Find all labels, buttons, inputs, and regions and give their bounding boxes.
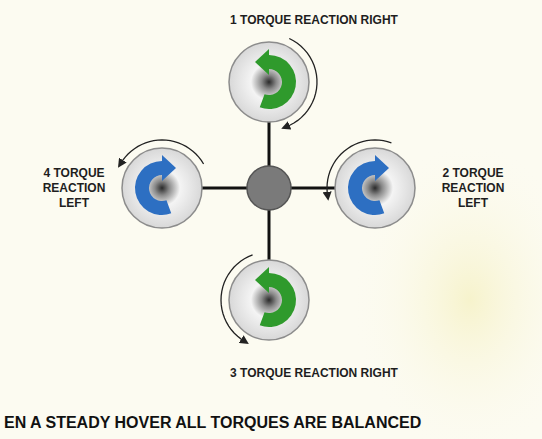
rotor: 2 TORQUE REACTION LEFT	[330, 143, 420, 233]
rotor-disc	[229, 42, 309, 122]
rotor-illustration	[224, 255, 314, 345]
torque-arrowhead	[375, 155, 389, 181]
rotor: 1 TORQUE REACTION RIGHT	[224, 37, 314, 127]
rotor: 3 TORQUE REACTION RIGHT	[224, 255, 314, 345]
torque-arrowhead	[255, 49, 269, 75]
rotor-disc	[335, 148, 415, 228]
rotor-disc	[229, 260, 309, 340]
rotor: 4 TORQUE REACTION LEFT	[117, 143, 207, 233]
torque-arrowhead	[255, 267, 269, 293]
rotor-label: 2 TORQUE REACTION LEFT	[433, 166, 513, 211]
rotation-arrow	[221, 255, 253, 342]
rotation-arrow	[285, 38, 317, 127]
rotation-arrow	[327, 140, 391, 196]
rotor-illustration	[330, 143, 420, 233]
rotor-label: 4 TORQUE REACTION LEFT	[34, 166, 114, 211]
rotation-arrow	[120, 140, 203, 164]
caption: EN A STEADY HOVER ALL TORQUES ARE BALANC…	[4, 414, 421, 432]
rotor-disc	[122, 148, 202, 228]
rotor-label: 1 TORQUE REACTION RIGHT	[169, 13, 459, 28]
rotor-illustration	[224, 37, 314, 127]
rotor-illustration	[117, 143, 207, 233]
center-hub	[247, 166, 291, 210]
rotor-label: 3 TORQUE REACTION RIGHT	[169, 366, 459, 381]
torque-arrowhead	[162, 155, 176, 181]
